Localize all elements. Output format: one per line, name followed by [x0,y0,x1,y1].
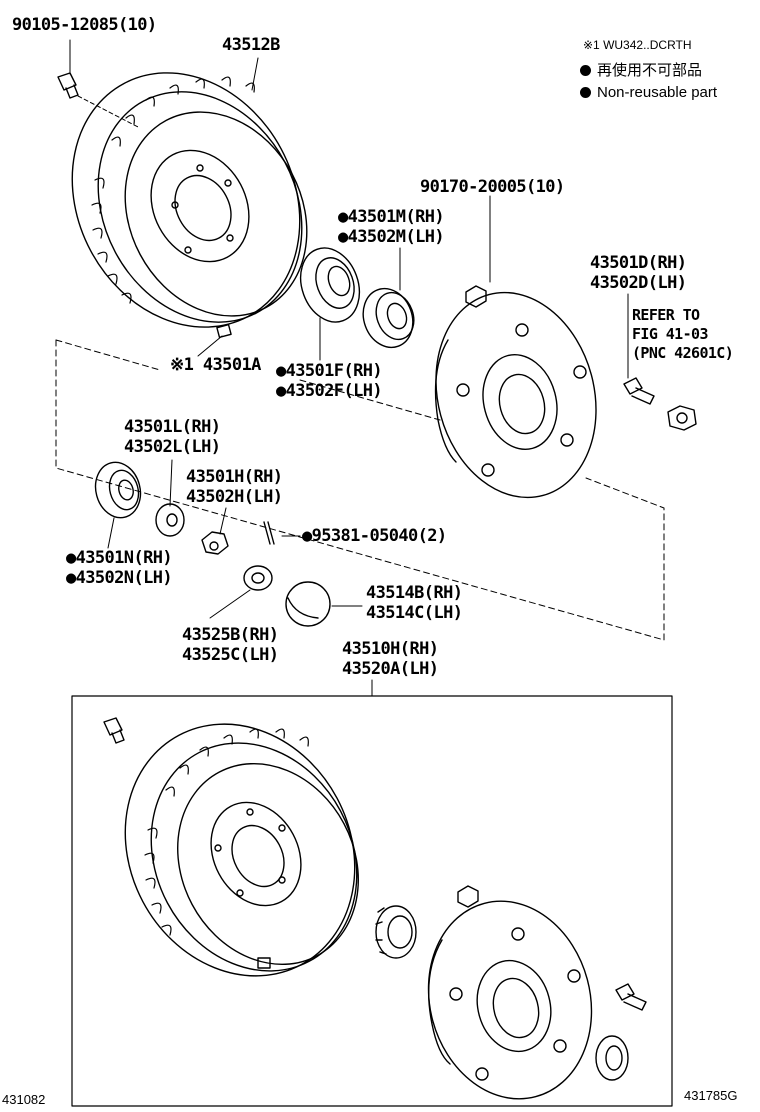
hub-bolt-bottom-right [615,983,647,1011]
legend-non-reusable-jp: 再使用不可部品 [580,62,702,80]
label-refer-to: REFER TO [632,306,700,324]
bearing-bottom-right [595,1035,629,1081]
label-bearing-n-lh: ●43502N(LH) [66,568,173,588]
label-nut-90170: 90170-20005(10) [420,177,565,197]
hub-bolt-bottom-left [103,717,125,744]
hub-nut-bottom [457,885,479,908]
bearing-lock-nut [201,531,229,555]
grease-cap [285,581,331,627]
label-washer-l-rh: 43501L(RH) [124,417,221,437]
label-cap-c-lh: 43514C(LH) [366,603,463,623]
label-plug-43501a: ※1 43501A [170,355,261,375]
label-nut-h-lh: 43502H(LH) [186,487,283,507]
label-lock-b-rh: 43525B(RH) [182,625,279,645]
bearing-outer [362,287,415,349]
label-bolt-d-lh: 43502D(LH) [590,273,687,293]
label-refer-pnc: (PNC 42601C) [632,344,734,362]
label-washer-l-lh: 43502L(LH) [124,437,221,457]
figure-code-right: 431785G [684,1088,738,1103]
label-pin-95381: ●95381-05040(2) [302,526,447,546]
leader-lines [69,39,629,697]
label-bolt-90105: 90105-12085(10) [12,15,157,35]
non-reusable-dot [580,87,591,98]
label-bolt-d-rh: 43501D(RH) [590,253,687,273]
label-seal-m-lh: ●43502M(LH) [338,227,445,247]
brake-drum-top [71,72,308,339]
hub-bolt-top [57,72,141,129]
label-lock-c-lh: 43525C(LH) [182,645,279,665]
label-assy-h-rh: 43510H(RH) [342,639,439,659]
figure-code-left: 431082 [2,1092,46,1107]
oil-seal [299,247,361,323]
brake-drum-bottom [124,723,359,977]
claw-washer [155,503,185,537]
axle-hub-bottom [427,900,593,1100]
bearing-inner [94,461,142,519]
hub-bolt-right [623,377,697,431]
legend-non-reusable-en: Non-reusable part [580,84,717,102]
label-bearing-n-rh: ●43501N(RH) [66,548,173,568]
label-bearing-f-lh: ●43502F(LH) [276,381,383,401]
axle-hub-top [434,291,597,499]
nut-lock [243,565,273,591]
label-seal-m-rh: ●43501M(RH) [338,207,445,227]
label-assy-a-lh: 43520A(LH) [342,659,439,679]
label-bearing-f-rh: ●43501F(RH) [276,361,383,381]
label-nut-h-rh: 43501H(RH) [186,467,283,487]
label-refer-fig: FIG 41-03 [632,325,708,343]
cotter-pin [263,521,275,545]
label-drum-43512b: 43512B [222,35,280,55]
assembly-dashed-outline [55,339,665,641]
hub-nut-small [465,285,487,308]
legend-model-note: ※1 WU342..DCRTH [583,38,692,52]
non-reusable-dot [580,65,591,76]
sub-assembly-box [71,695,673,1107]
bearing-bottom [375,905,417,959]
label-cap-b-rh: 43514B(RH) [366,583,463,603]
